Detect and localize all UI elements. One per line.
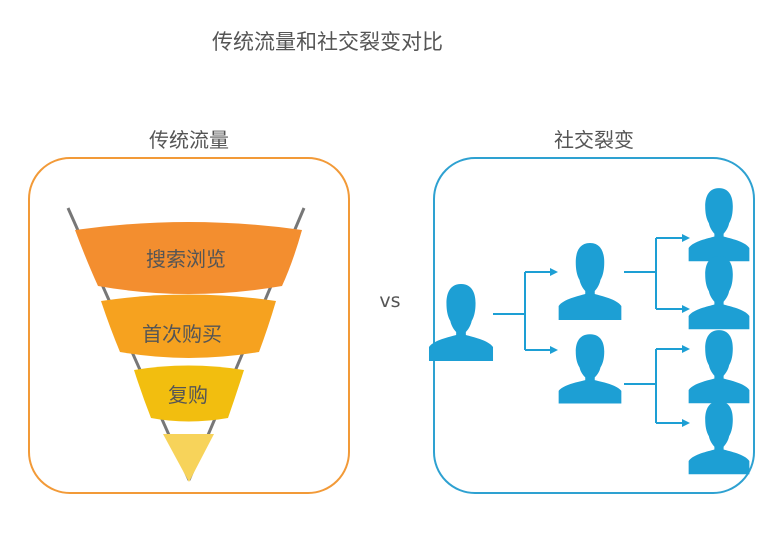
traditional-traffic-panel — [28, 157, 350, 494]
stage-label-browse: 搜索浏览 — [146, 247, 226, 271]
social-fission-panel — [433, 157, 755, 494]
vs-label: vs — [379, 290, 401, 312]
funnel-stage-repurchase — [134, 365, 244, 422]
funnel-stage-browse — [75, 222, 302, 294]
person-icon — [688, 401, 750, 475]
person-icon — [688, 188, 750, 262]
funnel-stage-first-purchase — [101, 294, 276, 358]
person-icon — [428, 284, 494, 361]
funnel-tip — [163, 434, 214, 482]
page-title: 传统流量和社交裂变对比 — [212, 30, 443, 54]
person-icon — [688, 256, 750, 330]
fission-connectors — [493, 234, 690, 427]
social-fission-title: 社交裂变 — [554, 128, 634, 152]
traditional-traffic-title: 传统流量 — [149, 128, 229, 152]
person-icon — [688, 330, 750, 404]
stage-label-repurchase: 复购 — [168, 383, 208, 407]
stage-label-first-purchase: 首次购买 — [142, 322, 222, 346]
person-icon — [558, 243, 622, 320]
person-icon — [558, 334, 622, 404]
